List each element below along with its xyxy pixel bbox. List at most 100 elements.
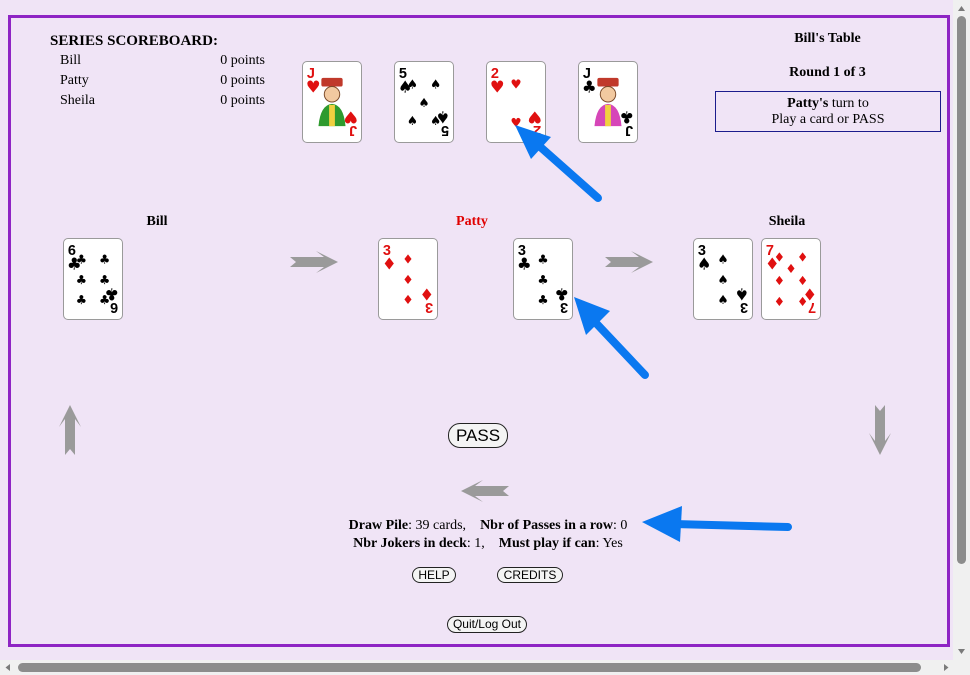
card-pip-icon: ♠ [717, 272, 728, 287]
card-rank-label: 6 [68, 243, 76, 259]
card-pip-icon: ♦ [797, 273, 808, 288]
card-pip-icon: ♦ [774, 250, 785, 265]
must-play-value: : Yes [595, 536, 623, 551]
card-suit-icon: ♥ [527, 108, 542, 127]
scoreboard-points: 0 points [220, 53, 265, 68]
card-pip-icon: ♣ [76, 292, 87, 307]
horizontal-scrollbar[interactable] [0, 660, 970, 675]
turn-prompt: Play a card or PASS [771, 112, 885, 127]
card-pip-icon: ♣ [76, 272, 87, 287]
quit-logout-button[interactable]: Quit/Log Out [447, 616, 527, 633]
scroll-left-icon[interactable] [2, 660, 14, 675]
passes-value: : 0 [612, 518, 628, 533]
turn-flow-left-arrow-icon [461, 480, 509, 502]
help-button[interactable]: HELP [412, 567, 456, 583]
card-pip-icon: ♦ [797, 250, 808, 265]
card-pip-icon: ♣ [537, 292, 548, 307]
player-name-bill: Bill [146, 214, 168, 229]
card-face: 6♣6♣♣♣♣♣♣♣ [67, 243, 119, 315]
card-pip-icon: ♦ [785, 261, 796, 276]
annotation-arrow-icon [515, 125, 602, 202]
passes-label: Nbr of Passes in a row [480, 518, 613, 533]
jack-face-icon [594, 77, 622, 127]
game-frame [8, 15, 950, 647]
horizontal-scroll-thumb[interactable] [18, 663, 921, 672]
card-suit-icon: ♦ [419, 285, 434, 304]
game-info-line-2: Nbr Jokers in deck: 1, Must play if can:… [300, 536, 676, 552]
scoreboard-row: Bill 0 points [60, 53, 265, 69]
scoreboard-player: Patty [60, 73, 89, 88]
played-card: 2♥2♥♥♥ [486, 61, 546, 143]
card-pip-icon: ♣ [537, 252, 548, 267]
sheila-card: 3♠3♠♠♠♠ [693, 238, 753, 320]
card-face: J♥J♥ [306, 66, 358, 138]
turn-flow-up-arrow-icon [59, 405, 81, 455]
turn-status-box: Patty's turn to Play a card or PASS [715, 91, 941, 132]
card-pip-icon: ♦ [774, 294, 785, 309]
card-suit-icon: ♣ [582, 77, 597, 96]
sheila-card: 7♦7♦♦♦♦♦♦♦♦ [761, 238, 821, 320]
card-rank-label: 2 [533, 122, 541, 138]
card-suit-icon: ♦ [802, 285, 817, 304]
card-suit-icon: ♣ [67, 254, 82, 273]
card-rank-label: 2 [491, 66, 499, 82]
card-pip-icon: ♠ [717, 252, 728, 267]
turn-text: turn to [828, 96, 869, 111]
credits-button[interactable]: CREDITS [497, 567, 563, 583]
annotation-arrow-icon [574, 297, 649, 379]
pass-button[interactable]: PASS [448, 423, 508, 448]
patty-card[interactable]: 3♦3♦♦♦♦ [378, 238, 438, 320]
card-pip-icon: ♦ [402, 252, 413, 267]
annotation-arrow-icon [642, 506, 792, 542]
turn-player: Patty's [787, 96, 829, 111]
card-face: 5♠5♠♠♠♠♠♠ [398, 66, 450, 138]
card-suit-icon: ♥ [343, 108, 358, 127]
card-face: J♣J♣ [582, 66, 634, 138]
card-suit-icon: ♦ [765, 254, 780, 273]
card-suit-icon: ♣ [104, 285, 119, 304]
player-name-patty: Patty [456, 214, 488, 229]
jack-face-icon [318, 77, 346, 127]
bill-card: 6♣6♣♣♣♣♣♣♣ [63, 238, 123, 320]
card-rank-label: 3 [560, 299, 568, 315]
scoreboard-points: 0 points [220, 93, 265, 108]
vertical-scroll-thumb[interactable] [957, 16, 966, 564]
card-pip-icon: ♣ [537, 272, 548, 287]
card-rank-label: 3 [383, 243, 391, 259]
turn-flow-right-arrow-icon [290, 251, 338, 273]
card-rank-label: 5 [441, 122, 449, 138]
card-suit-icon: ♠ [697, 254, 712, 273]
card-rank-label: 6 [110, 299, 118, 315]
patty-card[interactable]: 3♣3♣♣♣♣ [513, 238, 573, 320]
card-pip-icon: ♣ [99, 292, 110, 307]
game-info-line-1: Draw Pile: 39 cards, Nbr of Passes in a … [300, 518, 676, 534]
scoreboard-player: Sheila [60, 93, 95, 108]
card-face: 3♠3♠♠♠♠ [697, 243, 749, 315]
card-pip-icon: ♠ [407, 76, 418, 91]
card-pip-icon: ♦ [797, 294, 808, 309]
scoreboard-title: SERIES SCOREBOARD: [50, 33, 218, 49]
card-pip-icon: ♦ [774, 273, 785, 288]
scroll-down-icon[interactable] [953, 645, 970, 657]
vertical-scrollbar[interactable] [953, 0, 970, 660]
scroll-right-icon[interactable] [940, 660, 952, 675]
player-name-sheila: Sheila [768, 214, 806, 229]
card-rank-label: J [349, 122, 357, 138]
draw-pile-label: Draw Pile [348, 518, 409, 533]
jokers-value: : 1, [466, 536, 485, 551]
card-pip-icon: ♠ [430, 76, 441, 91]
card-suit-icon: ♣ [619, 108, 634, 127]
scoreboard-points: 0 points [220, 73, 265, 88]
card-suit-icon: ♦ [382, 254, 397, 273]
round-indicator: Round 1 of 3 [789, 65, 866, 80]
card-pip-icon: ♠ [407, 113, 418, 128]
scroll-up-icon[interactable] [953, 2, 970, 14]
must-play-label: Must play if can [498, 536, 596, 551]
card-pip-icon: ♥ [510, 76, 521, 91]
card-suit-icon: ♠ [734, 285, 749, 304]
card-face: 3♦3♦♦♦♦ [382, 243, 434, 315]
card-rank-label: 7 [766, 243, 774, 259]
card-pip-icon: ♠ [717, 292, 728, 307]
card-rank-label: 3 [518, 243, 526, 259]
scoreboard-player: Bill [60, 53, 82, 68]
